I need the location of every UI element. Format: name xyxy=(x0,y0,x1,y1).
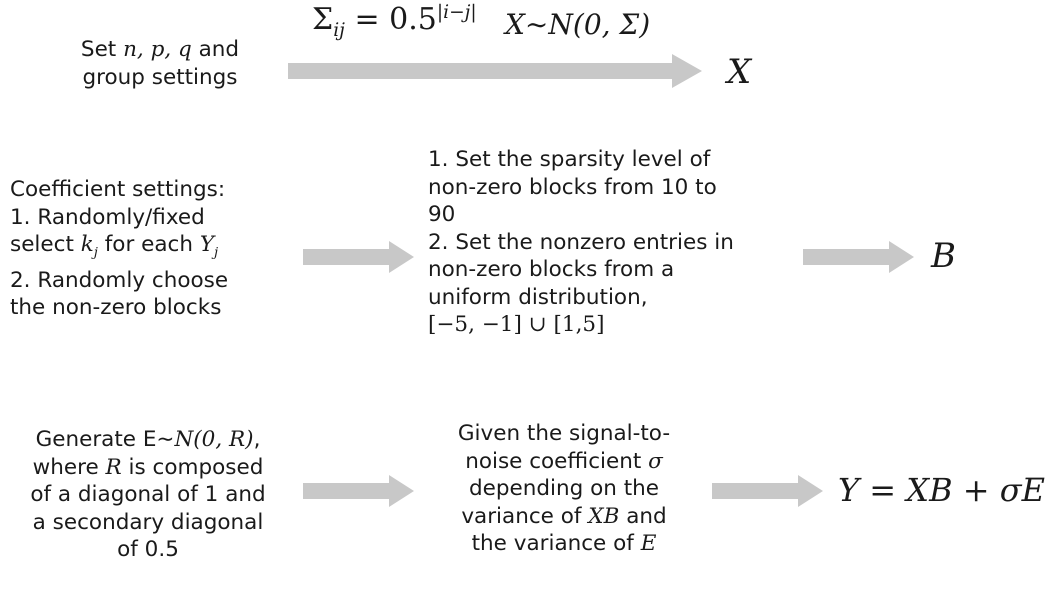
text-segment: where xyxy=(32,454,106,480)
text-segment: , xyxy=(253,427,261,452)
row1-input-line-2: group settings xyxy=(82,64,238,90)
output-y-formula: Y = XB + σE xyxy=(838,471,1045,509)
row2-input-line-2: 1. Randomly/fixed xyxy=(10,204,205,230)
sigma-symbol: Σ xyxy=(312,2,334,37)
row3-middle-line-2: noise coefficient σ xyxy=(432,448,696,476)
text-segment: and xyxy=(191,37,240,62)
arrow-row1 xyxy=(288,54,702,88)
text-segment: select xyxy=(10,232,81,257)
text-segment: for each xyxy=(97,232,200,257)
output-x: X xyxy=(727,52,752,92)
math-y-sub: j xyxy=(214,245,219,261)
text-segment: Generate E∼ xyxy=(35,427,175,452)
row1-input-line-1: Set n, p, q and xyxy=(40,36,280,64)
arrow-row3-left xyxy=(303,475,414,507)
text-segment: variance of xyxy=(461,503,589,529)
covariance-exponent: |i−j| xyxy=(436,2,477,23)
arrow-row2-right xyxy=(803,241,914,273)
row2-middle-text: 1. Set the sparsity level of non-zero bl… xyxy=(428,146,788,339)
output-b: B xyxy=(931,236,956,276)
row2-middle-line-1: 1. Set the sparsity level of xyxy=(428,147,711,172)
row2-middle-line-2: non-zero blocks from 10 to xyxy=(428,174,717,200)
arrow-row3-right-shape xyxy=(712,475,823,507)
arrow-row3-right xyxy=(712,475,823,507)
covariance-formula: Σij = 0.5|i−j| xyxy=(312,2,477,41)
row2-input-line-5: the non-zero blocks xyxy=(10,295,222,321)
math-segment: N(0, R) xyxy=(174,427,254,452)
math-k-sub: j xyxy=(93,245,98,261)
row3-input-line-4: a secondary diagonal xyxy=(32,509,264,535)
text-segment: Set xyxy=(80,37,124,62)
sigma-subscript: ij xyxy=(333,20,345,41)
row3-middle-line-5: the variance of E xyxy=(432,530,696,558)
row2-middle-line-4: 2. Set the nonzero entries in xyxy=(428,229,734,255)
row2-middle-line-6: uniform distribution, xyxy=(428,284,648,310)
row3-input-line-1: Generate E∼N(0, R), xyxy=(2,426,294,454)
row3-input-text: Generate E∼N(0, R), where R is composed … xyxy=(2,426,294,564)
math-y: Y xyxy=(199,232,215,257)
math-r: R xyxy=(105,454,122,480)
row2-middle-line-5: non-zero blocks from a xyxy=(428,257,675,282)
row2-input-line-4: 2. Randomly choose xyxy=(10,267,229,293)
row3-middle-line-1: Given the signal-to- xyxy=(457,421,671,446)
row3-middle-line-3: depending on the xyxy=(468,476,659,501)
row2-input-line-1: Coefficient settings: xyxy=(10,177,226,202)
text-segment: is composed xyxy=(121,454,264,480)
row1-input-text: Set n, p, q and group settings xyxy=(40,36,280,91)
arrow-row2-right-shape xyxy=(803,241,914,273)
row2-middle-line-3: 90 xyxy=(428,202,456,227)
arrow-row2-left-shape xyxy=(303,241,414,273)
text-segment: the variance of xyxy=(471,531,641,556)
math-segment: n, p, q xyxy=(123,37,192,62)
row3-input-line-2: where R is composed xyxy=(2,454,294,482)
covariance-equals: = 0.5 xyxy=(344,2,437,37)
math-k: k xyxy=(80,232,94,257)
row3-input-line-5: of 0.5 xyxy=(117,537,179,562)
arrow-row1-shape xyxy=(288,54,702,88)
row3-input-line-3: of a diagonal of 1 and xyxy=(30,482,266,507)
text-segment: and xyxy=(619,503,667,529)
row2-middle-line-7: [−5, −1] ∪ [1,5] xyxy=(428,312,605,337)
row2-input-line-3: select kj for each Yj xyxy=(10,231,290,267)
math-xb: XB xyxy=(588,503,620,529)
math-sigma: σ xyxy=(648,448,663,474)
math-e: E xyxy=(640,531,657,556)
distribution-formula: X∼N(0, Σ) xyxy=(505,8,651,41)
arrow-row2-left xyxy=(303,241,414,273)
row2-input-text: Coefficient settings: 1. Randomly/fixed … xyxy=(10,176,290,322)
row3-middle-line-4: variance of XB and xyxy=(432,503,696,531)
arrow-row3-left-shape xyxy=(303,475,414,507)
row3-middle-text: Given the signal-to- noise coefficient σ… xyxy=(432,420,696,558)
text-segment: noise coefficient xyxy=(465,448,649,474)
